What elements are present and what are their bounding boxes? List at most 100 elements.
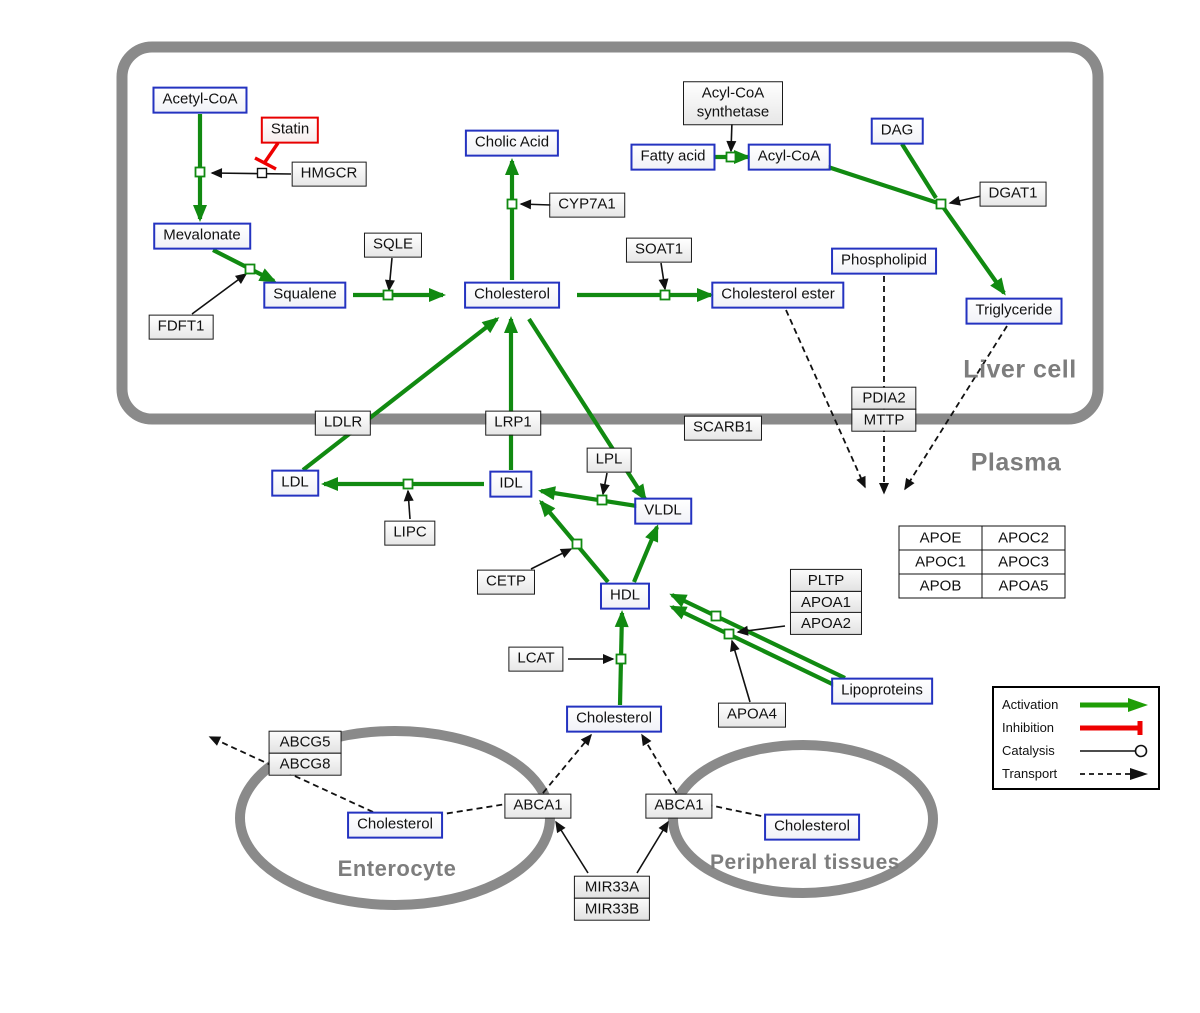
node-lipc: LIPC — [384, 520, 436, 546]
edge-hmgcr-catalysis — [210, 168, 292, 179]
edge-vldl-to-idl — [538, 486, 638, 509]
node-abca1-left: ABCA1 — [504, 793, 572, 819]
edge-lipoproteins-to-hdl-upper — [669, 593, 846, 680]
junction-lpl — [596, 494, 608, 506]
node-mir33-stack: MIR33A MIR33B — [573, 875, 651, 921]
junction-cyp7a1 — [506, 198, 518, 210]
inhibition-tee-symbol — [1080, 720, 1143, 735]
node-abcg-stack: ABCG5 ABCG8 — [268, 730, 342, 776]
statin-inhibition-tee — [254, 156, 277, 171]
legend-catalysis-label: Catalysis — [1002, 743, 1055, 758]
node-statin: Statin — [260, 116, 320, 144]
node-fatty-acid: Fatty acid — [630, 143, 716, 171]
legend-transport-label: Transport — [1002, 766, 1058, 781]
edge-triglyceride-to-plasma — [904, 325, 1008, 491]
node-cholesterol-peripheral: Cholesterol — [764, 813, 860, 841]
edge-cetp-catalysis — [530, 548, 573, 570]
node-idl: IDL — [489, 470, 533, 498]
enterocyte-label: Enterocyte — [337, 856, 457, 881]
node-abcg5: ABCG5 — [268, 730, 342, 754]
peripheral-tissues-membrane — [668, 740, 938, 898]
catalysis-circle-symbol — [1080, 744, 1148, 757]
legend-row-inhibition: Inhibition — [1002, 716, 1150, 739]
node-lipoproteins: Lipoproteins — [831, 677, 933, 705]
edge-pltp-apoa-catalysis — [736, 625, 786, 636]
node-acetyl-coa: Acetyl-CoA — [152, 86, 248, 114]
edge-acylcoa-synthetase-catalysis — [726, 120, 737, 153]
transport-dashed-arrow-symbol — [1080, 767, 1148, 780]
edge-hdl-to-vldl — [632, 524, 659, 583]
node-cholesterol-liver: Cholesterol — [464, 281, 560, 309]
apolipoprotein-table: APOE APOC2 APOC1 APOC3 APOB APOA5 — [898, 525, 1066, 599]
node-pltp-apoa-stack: PLTP APOA1 APOA2 — [789, 568, 863, 636]
edge-cyp7a1-catalysis — [519, 199, 552, 210]
node-mir33b: MIR33B — [573, 897, 651, 921]
node-pdia2: PDIA2 — [851, 386, 917, 410]
node-cholesterol-enterocyte: Cholesterol — [347, 811, 443, 839]
node-cyp7a1: CYP7A1 — [549, 192, 625, 218]
node-acyl-coa-synthetase: Acyl-CoA synthetase — [683, 81, 783, 125]
node-mir33a: MIR33A — [573, 875, 651, 899]
node-triglyceride: Triglyceride — [965, 297, 1063, 325]
edge-soat1-catalysis — [658, 262, 669, 291]
statin-inhibition-line — [263, 142, 280, 163]
node-squalene: Squalene — [263, 281, 347, 309]
node-dgat1: DGAT1 — [979, 181, 1047, 207]
edge-mir33-to-abca1-left — [555, 820, 589, 874]
node-lrp1: LRP1 — [485, 410, 541, 436]
junction-lipc — [402, 478, 414, 490]
node-dag: DAG — [870, 117, 924, 145]
node-lcat: LCAT — [508, 646, 564, 672]
node-cholic-acid: Cholic Acid — [464, 129, 560, 157]
node-apob: APOB — [899, 574, 982, 598]
node-soat1: SOAT1 — [625, 237, 693, 263]
node-ldlr: LDLR — [314, 410, 372, 436]
edge-lpl-catalysis — [599, 472, 610, 496]
junction-lipoproteins-upper — [710, 610, 722, 622]
node-apoc1: APOC1 — [899, 550, 982, 574]
node-apoc3: APOC3 — [982, 550, 1065, 574]
node-cetp: CETP — [476, 569, 536, 595]
junction-fdft1 — [244, 263, 256, 275]
node-scarb1: SCARB1 — [683, 415, 763, 441]
inhibition-edge-statin-hmgcr — [254, 142, 280, 171]
edge-sqle-catalysis — [384, 257, 395, 292]
node-apoc2: APOC2 — [982, 526, 1065, 550]
junction-sqle — [382, 289, 394, 301]
legend-row-catalysis: Catalysis — [1002, 739, 1150, 762]
legend: Activation Inhibition Catalysis Transpor… — [992, 686, 1160, 790]
edge-lipc-catalysis — [403, 489, 414, 520]
node-apoe: APOE — [899, 526, 982, 550]
node-pltp: PLTP — [789, 568, 863, 592]
node-vldl: VLDL — [634, 497, 692, 525]
junction-lcat — [615, 653, 627, 665]
liver-cell-membrane — [116, 41, 1104, 425]
node-mevalonate: Mevalonate — [153, 222, 251, 250]
legend-activation-label: Activation — [1002, 697, 1059, 712]
junction-acylcoa-synthetase — [725, 151, 737, 163]
node-lpl: LPL — [586, 447, 632, 473]
node-acyl-coa: Acyl-CoA — [747, 143, 831, 171]
edge-apoa4-catalysis — [730, 639, 751, 703]
liver-cell-label: Liver cell — [963, 355, 1077, 384]
edge-dgat1-catalysis — [948, 195, 982, 206]
node-apoa1: APOA1 — [789, 590, 863, 614]
node-apoa4: APOA4 — [717, 702, 787, 728]
edge-fdft1-catalysis — [191, 273, 248, 315]
hmgcr-inhibition-port — [256, 167, 268, 179]
reaction-junctions — [194, 151, 947, 665]
node-phospholipid: Phospholipid — [831, 247, 937, 275]
node-mttp: MTTP — [851, 408, 917, 432]
node-fdft1: FDFT1 — [148, 314, 214, 340]
node-sqle: SQLE — [363, 232, 423, 258]
plasma-label: Plasma — [970, 448, 1062, 477]
node-hdl: HDL — [599, 582, 651, 610]
legend-row-transport: Transport — [1002, 762, 1150, 785]
edge-mir33-to-abca1-right — [636, 820, 669, 874]
edge-dag-to-dgat1-junction — [900, 142, 938, 200]
junction-hmgcr — [194, 166, 206, 178]
activation-arrow-symbol — [1080, 697, 1148, 712]
node-abcg8: ABCG8 — [268, 752, 342, 776]
